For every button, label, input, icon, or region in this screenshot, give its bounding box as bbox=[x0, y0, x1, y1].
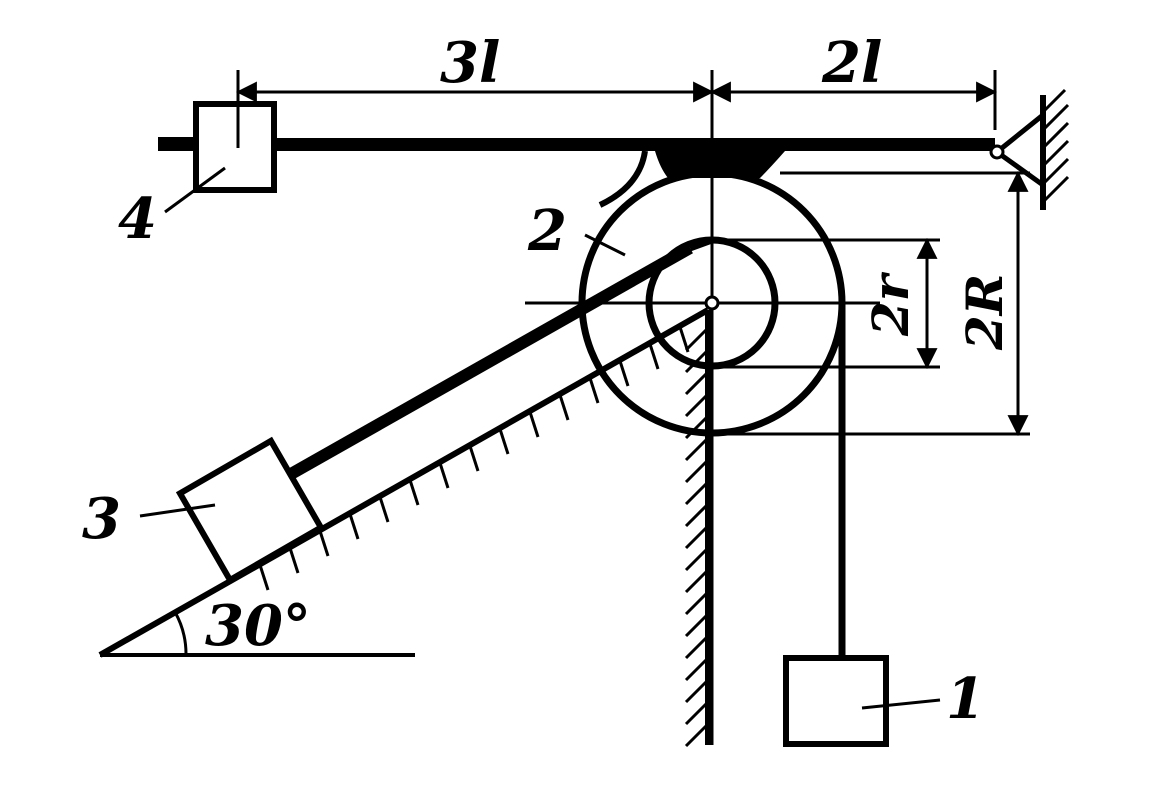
mount-fillet-left bbox=[598, 150, 648, 208]
pulley-mount bbox=[655, 151, 785, 178]
hinge-support bbox=[995, 113, 1045, 188]
label-2: 2 bbox=[527, 198, 567, 264]
label-3l: 3l bbox=[440, 30, 500, 96]
label-2l: 2l bbox=[821, 30, 882, 96]
incline bbox=[98, 307, 710, 658]
dimension-top bbox=[235, 70, 998, 148]
leader-1 bbox=[861, 698, 941, 710]
axle bbox=[704, 295, 720, 311]
leader-3 bbox=[139, 503, 216, 518]
leader-4 bbox=[164, 166, 226, 214]
wall-hatching bbox=[1041, 88, 1070, 204]
leader-2 bbox=[584, 233, 626, 257]
label-angle: 30° bbox=[205, 593, 311, 659]
horizontal-rod bbox=[270, 138, 995, 151]
vertical-wall-hatching bbox=[684, 328, 708, 748]
incline-surface bbox=[98, 307, 710, 658]
rope-wrap bbox=[688, 236, 714, 252]
dimension-2r bbox=[712, 237, 940, 370]
pulley-2 bbox=[525, 169, 880, 437]
angle-arc bbox=[173, 611, 188, 656]
rope-to-body-3 bbox=[265, 242, 693, 493]
label-2r: 2r bbox=[861, 271, 920, 337]
vertical-wall bbox=[684, 310, 711, 748]
incline-hatching bbox=[258, 326, 690, 591]
body-1 bbox=[783, 655, 889, 747]
body-3 bbox=[175, 436, 326, 585]
label-2R: 2R bbox=[955, 274, 1014, 351]
rod-stub-left bbox=[158, 137, 198, 151]
label-4: 4 bbox=[118, 186, 157, 252]
dimension-2R bbox=[712, 170, 1030, 437]
block-4 bbox=[193, 101, 277, 193]
rod-assembly bbox=[158, 101, 995, 208]
hinge-pin bbox=[989, 144, 1005, 160]
label-1: 1 bbox=[946, 666, 985, 732]
right-wall bbox=[989, 88, 1070, 210]
label-3: 3 bbox=[82, 486, 121, 552]
